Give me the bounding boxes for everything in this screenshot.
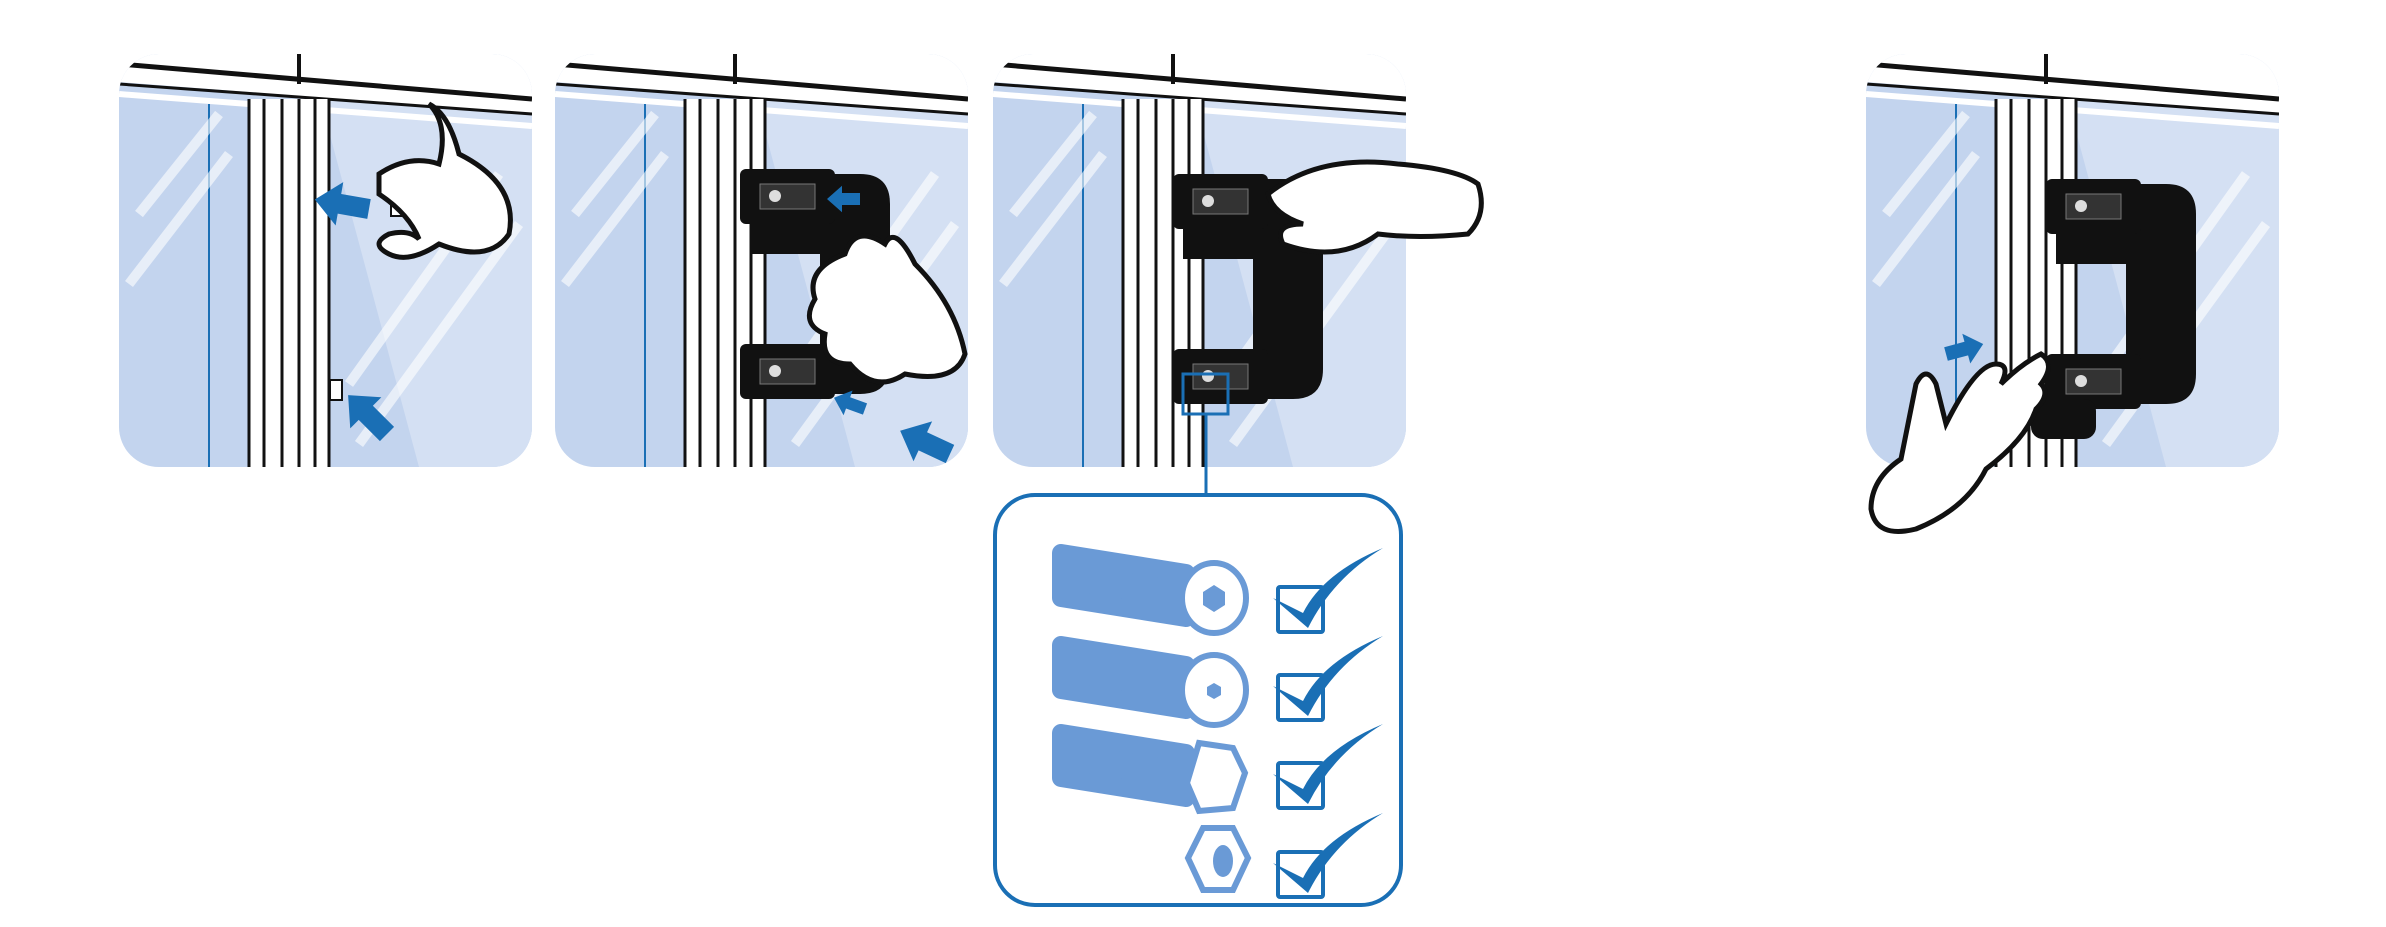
step-4-panel: [1866, 54, 2279, 534]
step-3-panel: [993, 54, 1484, 467]
socket-cap-bolt-icon: [1052, 544, 1249, 636]
hand-icon: [806, 233, 968, 385]
hex-bolt-icon: [1052, 724, 1249, 815]
window-background: [119, 54, 532, 467]
end-cap: [2031, 399, 2096, 439]
step-1-panel: [119, 54, 532, 467]
hex-nut-icon: [1184, 825, 1252, 893]
window-background: [993, 54, 1406, 467]
hand-icon: [376, 101, 513, 260]
hand-icon: [1868, 351, 2051, 534]
hand-with-screwdriver-icon: [1265, 159, 1484, 255]
spacer-bottom: [329, 379, 343, 401]
step-2-panel: [555, 54, 968, 474]
hardware-checklist: [993, 493, 1403, 907]
button-head-bolt-icon: [1052, 636, 1249, 728]
